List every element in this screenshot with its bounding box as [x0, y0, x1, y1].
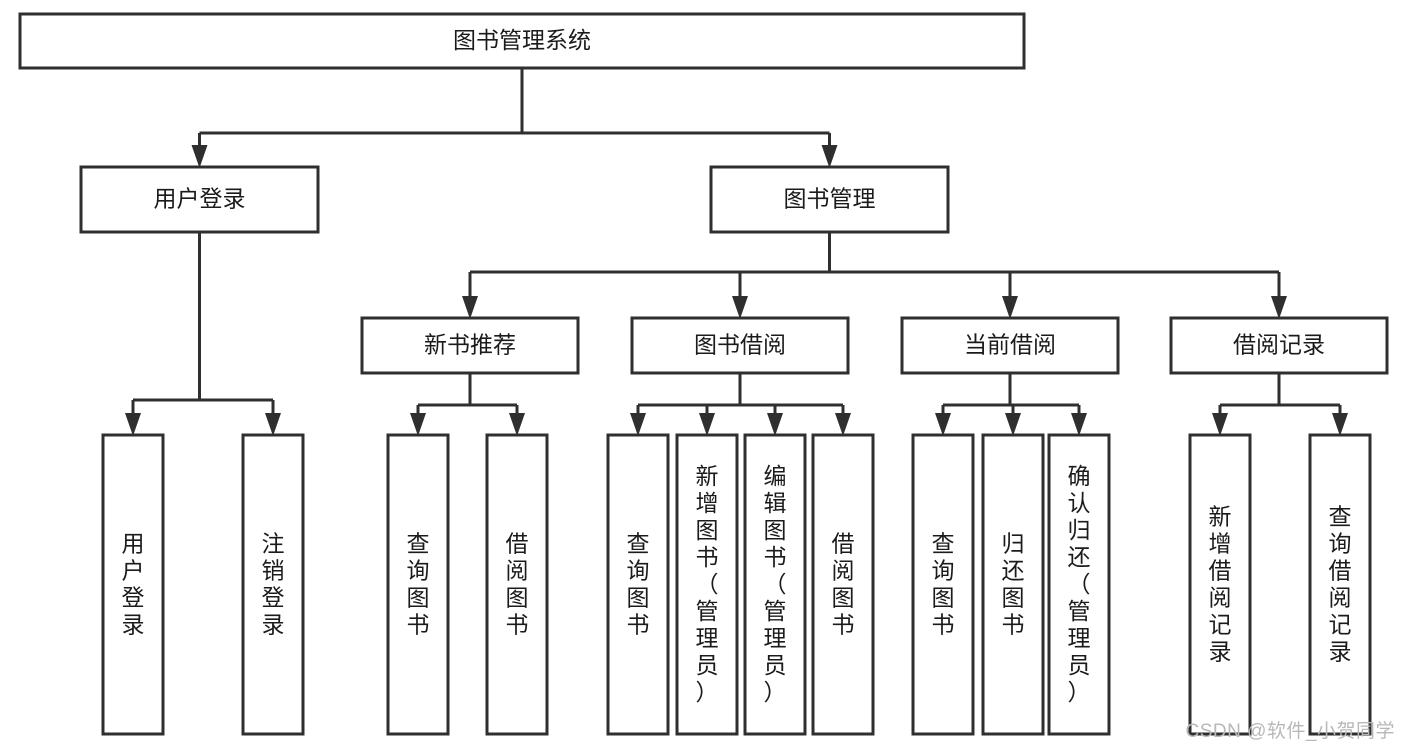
- node-book-borrow[interactable]: 图书借阅: [630, 316, 850, 375]
- node-box: [360, 316, 580, 375]
- node-box: [606, 433, 670, 736]
- node-box: [79, 165, 320, 234]
- node-current-borrow[interactable]: 当前借阅: [900, 316, 1120, 375]
- node-label: 用户登录: [154, 186, 246, 212]
- arrow-head-icon: [191, 145, 208, 168]
- arrow-head-icon: [410, 413, 426, 436]
- node-box: [1188, 433, 1252, 736]
- node-box: [630, 316, 850, 375]
- arrow-head-icon: [935, 413, 951, 436]
- node-leaf-query-book-rec[interactable]: 查询图书: [386, 433, 450, 736]
- node-label: 图书管理: [784, 186, 876, 212]
- node-box: [900, 316, 1120, 375]
- node-box: [386, 433, 450, 736]
- node-leaf-query-book-borrow[interactable]: 查询图书: [606, 433, 670, 736]
- node-box: [101, 433, 165, 736]
- node-label: 编辑图书（管理员）: [764, 463, 787, 705]
- node-label: 查询图书: [407, 531, 430, 638]
- arrow-head-icon: [1002, 296, 1018, 319]
- node-label: 查询图书: [932, 531, 955, 638]
- node-leaf-edit-book-admin[interactable]: 编辑图书（管理员）: [743, 433, 807, 736]
- node-new-book-recommend[interactable]: 新书推荐: [360, 316, 580, 375]
- node-box: [1169, 316, 1389, 375]
- node-label: 图书借阅: [694, 332, 786, 358]
- node-box: [675, 433, 739, 736]
- node-borrow-record[interactable]: 借阅记录: [1169, 316, 1389, 375]
- node-leaf-confirm-return-admin[interactable]: 确认归还（管理员）: [1047, 433, 1111, 736]
- node-leaf-query-book-cur[interactable]: 查询图书: [911, 433, 975, 736]
- node-layer: 图书管理系统用户登录图书管理新书推荐图书借阅当前借阅借阅记录用户登录注销登录查询…: [18, 12, 1389, 736]
- node-root[interactable]: 图书管理系统: [18, 12, 1026, 70]
- node-label: 用户登录: [122, 531, 145, 638]
- node-label: 新增图书（管理员）: [696, 463, 719, 705]
- node-leaf-user-login[interactable]: 用户登录: [101, 433, 165, 736]
- node-leaf-borrow-book[interactable]: 借阅图书: [811, 433, 875, 736]
- arrow-head-icon: [265, 413, 281, 436]
- node-box: [1047, 433, 1111, 736]
- node-leaf-borrow-book-rec[interactable]: 借阅图书: [485, 433, 549, 736]
- node-box: [18, 12, 1026, 70]
- arrow-head-icon: [835, 413, 851, 436]
- arrow-head-icon: [1212, 413, 1228, 436]
- arrow-head-icon: [1071, 413, 1087, 436]
- node-box: [1308, 433, 1372, 736]
- node-box: [485, 433, 549, 736]
- arrow-head-icon: [732, 296, 748, 319]
- node-book-manage[interactable]: 图书管理: [709, 165, 950, 234]
- node-leaf-logout[interactable]: 注销登录: [241, 433, 305, 736]
- node-box: [811, 433, 875, 736]
- arrow-head-icon: [462, 296, 478, 319]
- arrow-head-icon: [1332, 413, 1348, 436]
- node-box: [911, 433, 975, 736]
- node-leaf-return-book[interactable]: 归还图书: [981, 433, 1045, 736]
- node-leaf-add-borrow-record[interactable]: 新增借阅记录: [1188, 433, 1252, 736]
- arrow-head-icon: [1271, 296, 1287, 319]
- arrow-head-icon: [509, 413, 525, 436]
- connector-layer: [125, 68, 1348, 436]
- node-user-login[interactable]: 用户登录: [79, 165, 320, 234]
- node-label: 新增借阅记录: [1209, 504, 1232, 665]
- node-label: 查询图书: [627, 531, 650, 638]
- node-box: [709, 165, 950, 234]
- node-label: 借阅记录: [1233, 332, 1325, 358]
- node-box: [981, 433, 1045, 736]
- arrow-head-icon: [767, 413, 783, 436]
- node-box: [743, 433, 807, 736]
- node-label: 借阅图书: [506, 531, 529, 638]
- node-label: 归还图书: [1002, 531, 1025, 638]
- arrow-head-icon: [699, 413, 715, 436]
- arrow-head-icon: [1005, 413, 1021, 436]
- node-label: 查询借阅记录: [1329, 504, 1352, 665]
- node-label: 当前借阅: [964, 332, 1056, 358]
- arrow-head-icon: [821, 145, 838, 168]
- arrow-head-icon: [630, 413, 646, 436]
- node-box: [241, 433, 305, 736]
- arrow-head-icon: [125, 413, 141, 436]
- node-leaf-add-book-admin[interactable]: 新增图书（管理员）: [675, 433, 739, 736]
- node-label: 注销登录: [262, 531, 285, 638]
- node-label: 图书管理系统: [453, 27, 591, 53]
- node-label: 新书推荐: [424, 332, 516, 358]
- node-label: 借阅图书: [832, 531, 855, 638]
- node-leaf-query-borrow-record[interactable]: 查询借阅记录: [1308, 433, 1372, 736]
- node-label: 确认归还（管理员）: [1068, 463, 1091, 705]
